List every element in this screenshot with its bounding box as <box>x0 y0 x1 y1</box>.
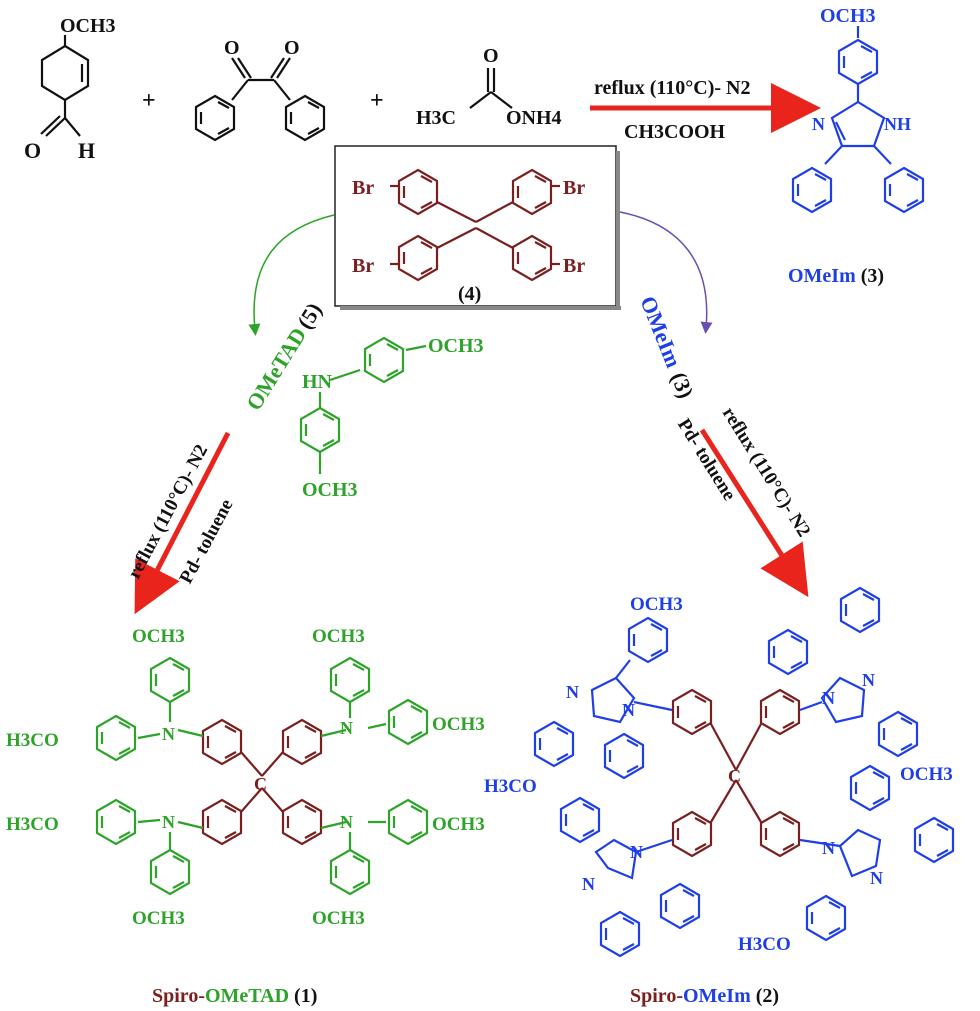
product1-name: Spiro-OMeTAD (1) <box>152 985 317 1007</box>
p1-h3co-1: H3CO <box>6 730 59 751</box>
p1-ome-6: OCH3 <box>312 908 365 929</box>
p2-h3co-2: H3CO <box>738 934 791 955</box>
p1-ome-1: OCH3 <box>132 626 185 647</box>
right-condition-top: reflux (110°C)- N2 <box>718 404 815 541</box>
p1-n-2: N <box>340 718 353 738</box>
right-conditions: reflux (110°C)- N2 Pd- toluene <box>673 404 815 541</box>
left-reaction-arrow <box>134 431 231 615</box>
plus-sign-2: + <box>370 88 384 114</box>
core-br-3: Br <box>352 255 374 277</box>
product2-name: Spiro-OMeIm (2) <box>630 985 779 1007</box>
left-condition-bottom: Pd- toluene <box>176 496 238 587</box>
spiro1-center-c: C <box>254 774 267 794</box>
ometad-amine-molecule: HN OCH3 OCH3 <box>299 335 484 501</box>
core-compound-box: Br Br Br Br (4) <box>334 145 621 310</box>
p1-n-1: N <box>162 724 175 744</box>
p1-ome-5: OCH3 <box>132 908 185 929</box>
benzil-oxygen-2: O <box>284 37 300 59</box>
core-br-1: Br <box>352 177 374 199</box>
p2-n-3: N <box>822 688 835 708</box>
left-conditions: reflux (110°C)- N2 Pd- toluene <box>124 441 238 587</box>
p2-ome-2: OCH3 <box>900 764 953 785</box>
acetate-methyl-label: H3C <box>416 107 456 129</box>
p2-n-4: N <box>862 670 875 690</box>
p2-h3co-1: H3CO <box>484 776 537 797</box>
core-br-4: Br <box>563 255 585 277</box>
spiro-ometad-molecule: C N N N N OCH3 OCH3 OC <box>6 626 485 929</box>
purple-curved-arrow <box>619 211 713 334</box>
aldehyde-reactant: OCH3 O H <box>24 15 116 163</box>
step1-arrow-group: reflux (110°C)- N2 CH3COOH <box>590 77 821 143</box>
omeim-reagent-number: (3) <box>666 369 699 402</box>
aldehyde-hydrogen: H <box>78 138 95 163</box>
step1-condition-top: reflux (110°C)- N2 <box>594 77 751 99</box>
p1-ome-4: OCH3 <box>432 814 485 835</box>
p1-ome-2: OCH3 <box>312 626 365 647</box>
spiro-omeim-molecule: C N N N N N N N <box>484 586 955 958</box>
amine-methoxy-top: OCH3 <box>428 335 484 357</box>
p2-n-8: N <box>870 868 883 888</box>
omeim-reagent-name: OMeIm <box>635 293 686 371</box>
step1-condition-bottom: CH3COOH <box>624 121 726 143</box>
benzil-oxygen-1: O <box>224 37 240 59</box>
aldehyde-oxygen: O <box>24 138 41 163</box>
omeim-name: OMeIm (3) <box>788 265 884 287</box>
omeim-molecule-top: OCH3 N NH OMeIm (3) <box>788 5 925 287</box>
acetate-oxygen: O <box>483 45 499 67</box>
p2-n-6: N <box>630 842 643 862</box>
p2-n-1: N <box>566 682 579 702</box>
p2-n-7: N <box>822 838 835 858</box>
right-reaction-arrow <box>699 428 809 598</box>
aldehyde-ring <box>40 35 90 137</box>
spiro2-center-c: C <box>728 766 741 786</box>
omeim-methoxy-label: OCH3 <box>820 5 876 27</box>
core-br-2: Br <box>563 177 585 199</box>
benzil-reactant: O O <box>194 37 326 142</box>
green-curved-arrow <box>248 214 335 336</box>
omeim-nh-label: NH <box>884 114 911 134</box>
aldehyde-methoxy-label: OCH3 <box>60 15 116 37</box>
amine-methoxy-bottom: OCH3 <box>302 479 358 501</box>
ammonium-acetate-reactant: O H3C ONH4 <box>416 45 562 129</box>
acetate-ammonium-label: ONH4 <box>506 107 562 129</box>
p2-ome-1: OCH3 <box>630 594 683 615</box>
core-number: (4) <box>458 283 481 305</box>
p1-h3co-2: H3CO <box>6 814 59 835</box>
p1-n-4: N <box>340 812 353 832</box>
p2-n-2: N <box>622 700 635 720</box>
right-reagent-label: OMeIm (3) <box>635 293 699 402</box>
omeim-n-label: N <box>812 114 825 134</box>
p1-ome-3: OCH3 <box>432 714 485 735</box>
plus-sign-1: + <box>142 88 156 114</box>
p2-n-5: N <box>582 874 595 894</box>
p1-n-3: N <box>162 812 175 832</box>
ometad-reagent-name: OMeTAD <box>241 323 311 415</box>
amine-hn-label: HN <box>302 371 333 393</box>
